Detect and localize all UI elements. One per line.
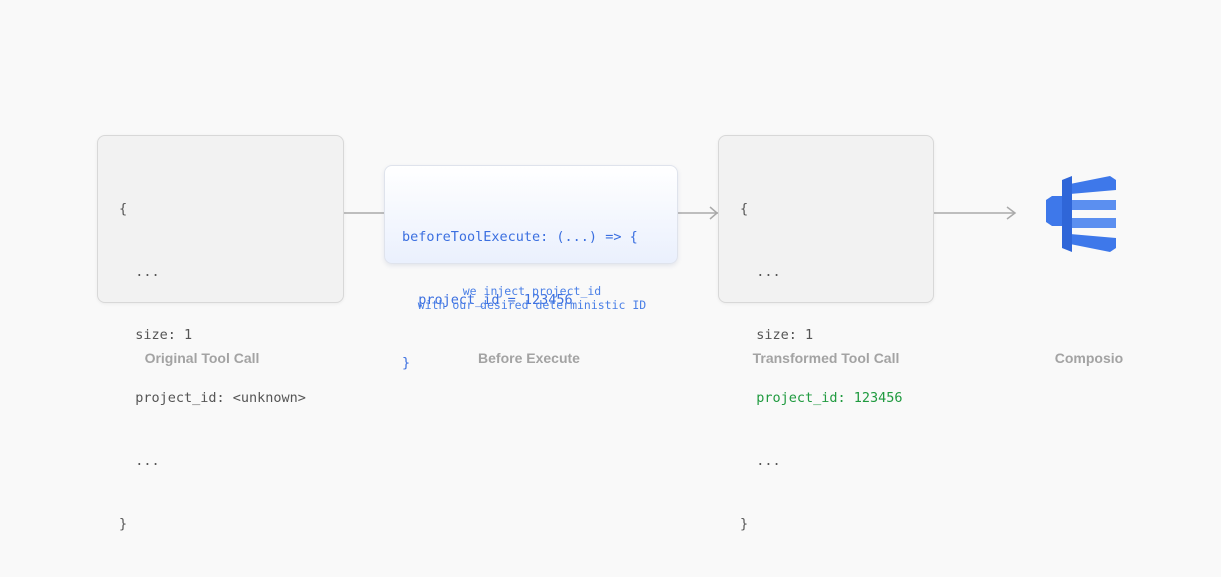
original-tool-call-box: { ... size: 1 project_id: <unknown> ... … bbox=[97, 135, 344, 532]
code-line: } bbox=[402, 355, 411, 371]
original-tool-call-code: { ... size: 1 project_id: <unknown> ... … bbox=[119, 157, 306, 577]
code-line: ... bbox=[740, 264, 781, 280]
code-line: ... bbox=[119, 453, 160, 469]
injected-project-id-line: project_id: 123456 bbox=[740, 390, 903, 406]
code-line: project_id: <unknown> bbox=[119, 390, 306, 406]
code-line: beforeToolExecute: (...) => { bbox=[402, 229, 638, 245]
note-line: with our desired deterministic ID bbox=[417, 297, 647, 312]
note-line: we inject project_id bbox=[462, 284, 602, 298]
code-line: } bbox=[740, 516, 749, 532]
arrow-hook-to-transformed bbox=[678, 206, 719, 220]
code-line: size: 1 bbox=[740, 327, 814, 343]
composio-logo-icon bbox=[1046, 176, 1116, 252]
code-line: { bbox=[119, 201, 128, 217]
code-line: project_id = 123456 bbox=[402, 292, 573, 308]
code-line: } bbox=[119, 516, 128, 532]
before-execute-code: beforeToolExecute: (...) => { project_id… bbox=[402, 185, 638, 416]
transformed-tool-call-code: { ... size: 1 project_id: 123456 ... } bbox=[740, 157, 903, 577]
code-line: size: 1 bbox=[119, 327, 193, 343]
code-line: ... bbox=[740, 453, 781, 469]
arrow-transformed-to-composio bbox=[934, 206, 1017, 220]
transformed-tool-call-box: { ... size: 1 project_id: 123456 ... } bbox=[718, 135, 934, 532]
label-before-execute: Before Execute bbox=[478, 350, 580, 366]
before-execute-hook-box: beforeToolExecute: (...) => { project_id… bbox=[384, 165, 678, 371]
flow-arrows bbox=[344, 206, 1017, 220]
code-line: { bbox=[740, 201, 749, 217]
code-line: ... bbox=[119, 264, 160, 280]
label-original-tool-call: Original Tool Call bbox=[144, 350, 260, 366]
label-composio: Composio bbox=[1054, 350, 1124, 366]
label-transformed-tool-call: Transformed Tool Call bbox=[752, 350, 900, 366]
injection-note: we inject project_id with our desired de… bbox=[382, 284, 682, 312]
